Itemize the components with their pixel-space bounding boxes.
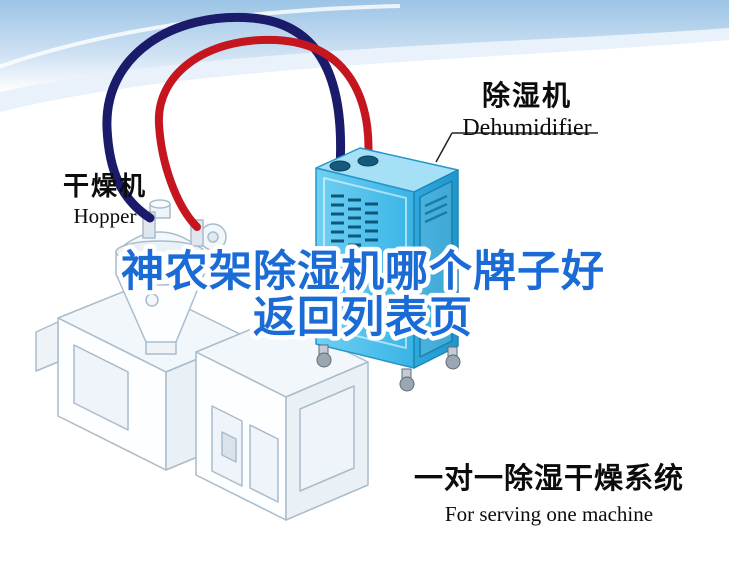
caster-wheels <box>316 344 461 392</box>
dehumidifier-graphic <box>315 147 461 392</box>
hopper-label-en: Hopper <box>73 204 137 228</box>
sight-glass <box>145 293 159 307</box>
dehumidifier-side-face <box>413 169 459 369</box>
hose-port-cold <box>329 160 351 172</box>
hopper-lid-rim <box>115 240 205 264</box>
machine-side-door <box>299 385 355 492</box>
dehumidifier-label-en: Dehumidifier <box>462 115 592 141</box>
side-door <box>419 180 453 358</box>
door-handle <box>446 252 450 267</box>
side-vent <box>424 194 448 224</box>
system-caption-cn: 一对一除湿干燥系统 <box>413 463 684 495</box>
dehumidifier-label-cn: 除湿机 <box>481 80 572 111</box>
machine-left-step <box>35 321 59 372</box>
hopper-label-cn: 干燥机 <box>62 171 147 201</box>
dehumidifier-callout-line <box>435 132 598 163</box>
system-caption-en: For serving one machine <box>444 502 654 526</box>
sky-highlight-swirl <box>0 4 401 69</box>
red-hose <box>154 35 373 231</box>
system-caption: 一对一除湿干燥系统 For serving one machine <box>400 455 698 527</box>
machine-panel-door <box>249 424 279 503</box>
hose-port-hot <box>357 155 379 167</box>
hopper-graphic <box>115 199 227 355</box>
front-door-outline <box>323 177 407 349</box>
brand-plate <box>337 268 371 275</box>
watermark-back-to-list-link[interactable]: 返回列表页 <box>249 290 477 347</box>
hopper-callout: 干燥机 Hopper <box>44 166 166 229</box>
extruder-machine-graphic <box>35 284 369 521</box>
machine-panel-door <box>73 344 129 431</box>
dehumidifier-callout: 除湿机 Dehumidifier <box>452 74 602 142</box>
machine-vent-panel <box>221 431 237 463</box>
vent-grille <box>331 194 378 251</box>
blue-hose <box>102 12 346 223</box>
